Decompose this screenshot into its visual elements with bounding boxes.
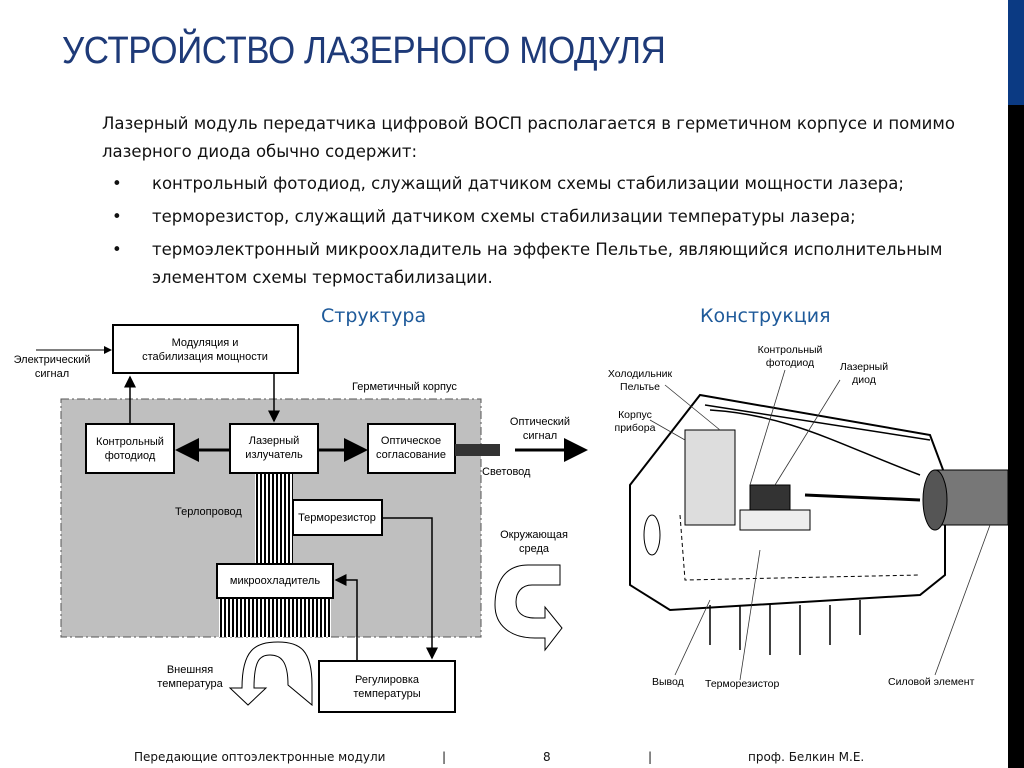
bullet-icon: • (112, 240, 122, 259)
footer-separator: | (648, 750, 653, 764)
diagram-label: Терморезистор (298, 512, 376, 524)
structure-heading: Структура (321, 305, 427, 327)
diagram-label: Регулировка (355, 674, 420, 686)
diagram-label: излучатель (245, 449, 303, 461)
footer-separator: | (442, 750, 447, 764)
bullet-item: •термоэлектронный микроохладитель на эфф… (112, 236, 992, 292)
diagram-label: температура (157, 678, 223, 690)
structure-diagram: Герметичный корпус Модуляция и стабилиза… (14, 324, 588, 713)
bullet-item: •терморезистор, служащий датчиком схемы … (112, 203, 992, 231)
diagram-label: Лазерный (249, 435, 300, 447)
diagram-label: Оптический (510, 416, 570, 428)
bullet-item: •контрольный фотодиод, служащий датчиком… (112, 170, 992, 198)
diagram-label: Световод (482, 466, 531, 478)
diagram-label: Терморезистор (705, 678, 779, 690)
diagram-label: Силовой элемент (888, 676, 975, 688)
diagram-label: Лазерный (840, 361, 888, 373)
footer-author: проф. Белкин М.Е. (748, 750, 865, 764)
diagram-label: Электрический (14, 354, 91, 366)
bullet-icon: • (112, 174, 122, 193)
cooler-fins (219, 597, 331, 637)
mount-hole (643, 514, 661, 556)
footer-course: Передающие оптоэлектронные модули (134, 750, 386, 764)
thermistor-box (292, 499, 383, 536)
diagram-label: Контрольный (96, 436, 164, 448)
laser-diode (749, 484, 791, 514)
diagram-label: фотодиод (105, 450, 156, 462)
diagram-label: Холодильник (608, 368, 673, 380)
ext-temp-arrow-icon (228, 641, 313, 707)
diagram-label: Модуляция и (172, 337, 239, 349)
diagram-label: Терлопровод (175, 506, 242, 518)
peltier-cooler (684, 429, 736, 526)
bullet-icon: • (112, 207, 122, 226)
diagram-label: температуры (353, 688, 420, 700)
side-bar (1008, 105, 1024, 768)
laser-box (229, 423, 319, 474)
optical-matching-box (367, 423, 456, 474)
hermetic-label: Герметичный корпус (352, 381, 457, 393)
diagram-label: Внешняя (167, 664, 213, 676)
diagram-label: сигнал (35, 368, 69, 380)
diagram-label: Корпус (618, 409, 652, 421)
diagram-label: Вывод (652, 676, 684, 688)
construction-drawing: Контрольный фотодиод Лазерный диод Холод… (608, 344, 1008, 690)
cooler-box (216, 563, 334, 599)
diagram-label: согласование (376, 449, 446, 461)
photodiode-box (85, 423, 175, 474)
regulation-box (318, 660, 456, 713)
modulation-box (112, 324, 299, 374)
intro-text: Лазерный модуль передатчика цифровой ВОС… (102, 114, 955, 161)
diagram-label: Окружающая (500, 529, 568, 541)
slide-title: УСТРОЙСТВО ЛАЗЕРНОГО МОДУЛЯ (62, 30, 666, 72)
construction-heading: Конструкция (700, 305, 831, 327)
accent-bar (1008, 0, 1024, 105)
page-number: 8 (543, 750, 551, 764)
ambient-arrow-icon (494, 564, 563, 652)
diagram-label: Пельтье (620, 381, 660, 393)
diagram-label: стабилизация мощности (142, 351, 268, 363)
diagram-label: фотодиод (766, 357, 814, 369)
bullet-list: •контрольный фотодиод, служащий датчиком… (112, 170, 992, 297)
diagram-label: диод (852, 374, 876, 386)
diagram-label: среда (519, 543, 550, 555)
diagram-label: прибора (615, 422, 656, 434)
diagram-label: микроохладитель (230, 575, 320, 587)
diagram-label: Оптическое (381, 435, 441, 447)
diagram-label: Контрольный (758, 344, 823, 356)
diagram-label: сигнал (523, 430, 557, 442)
fiber (455, 444, 500, 456)
